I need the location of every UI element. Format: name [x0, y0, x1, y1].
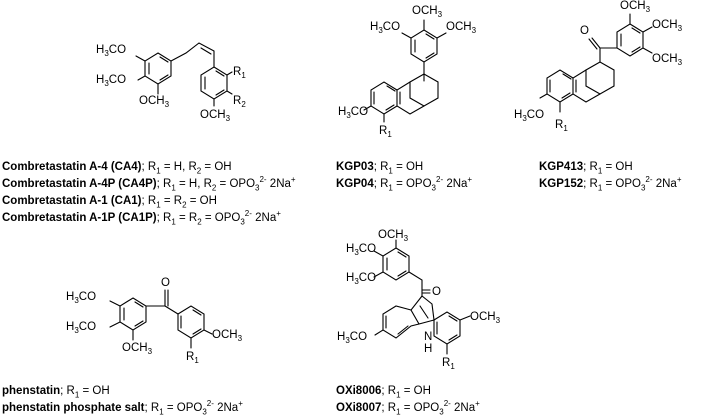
svg-text:OCH3: OCH3	[378, 229, 409, 243]
caption-ca1p: Combretastatin A-1P (CA1P); R1 = R2 = OP…	[2, 209, 281, 227]
caption-oxi8006: OXi8006; R1 = OH	[336, 385, 431, 400]
svg-text:O: O	[161, 277, 170, 289]
svg-text:OCH3: OCH3	[652, 53, 683, 67]
caption-kgp152: KGP152; R1 = OPO32- 2Na+	[539, 175, 682, 193]
svg-text:R1: R1	[233, 66, 246, 80]
svg-text:OCH3: OCH3	[212, 329, 243, 343]
svg-text:H3CO: H3CO	[370, 21, 400, 35]
svg-text:H3CO: H3CO	[96, 74, 126, 88]
svg-text:H3CO: H3CO	[346, 272, 376, 286]
caption-phenstatin-phosphate: phenstatin phosphate salt; R1 = OPO32- 2…	[2, 399, 243, 417]
svg-text:OCH3: OCH3	[139, 95, 170, 109]
svg-text:H3CO: H3CO	[66, 291, 96, 305]
svg-text:N: N	[424, 331, 432, 343]
svg-text:OCH3: OCH3	[200, 109, 231, 123]
svg-text:OCH3: OCH3	[620, 0, 651, 14]
caption-ca4: Combretastatin A-4 (CA4); R1 = H, R2 = O…	[2, 161, 232, 176]
svg-text:H3CO: H3CO	[514, 109, 544, 123]
svg-text:H3CO: H3CO	[66, 321, 96, 335]
svg-text:R2: R2	[233, 95, 246, 109]
svg-text:O: O	[432, 286, 441, 298]
kgp413-structure: O OCH3 OCH3 OCH3 H3CO R1	[514, 0, 683, 133]
svg-text:R1: R1	[442, 357, 455, 371]
svg-text:O: O	[580, 25, 589, 37]
svg-text:OCH3: OCH3	[470, 311, 501, 325]
oxi8006-structure: H3CO H3CO OCH3 O H3CO N H OCH3 R1	[337, 229, 501, 371]
caption-ca4p: Combretastatin A-4P (CA4P); R1 = H, R2 =…	[2, 175, 296, 193]
svg-text:H3CO: H3CO	[338, 106, 368, 120]
caption-kgp03: KGP03; R1 = OH	[336, 161, 424, 176]
caption-kgp04: KGP04; R1 = OPO32- 2Na+	[336, 175, 473, 193]
svg-text:OCH3: OCH3	[652, 19, 683, 33]
svg-text:R1: R1	[379, 125, 392, 139]
svg-text:H3CO: H3CO	[337, 331, 367, 345]
svg-text:H: H	[424, 343, 432, 355]
svg-text:OCH3: OCH3	[122, 342, 153, 356]
svg-text:R1: R1	[186, 351, 199, 365]
caption-oxi8007: OXi8007; R1 = OPO32- 2Na+	[336, 399, 480, 417]
svg-text:R1: R1	[555, 119, 568, 133]
caption-phenstatin: phenstatin; R1 = OH	[2, 385, 110, 400]
kgp03-structure: H3CO OCH3 OCH3 H3CO R1	[338, 5, 477, 139]
caption-kgp413: KGP413; R1 = OH	[539, 161, 633, 176]
combretastatin-structure: H3CO H3CO OCH3 R1 R2 OCH3	[96, 42, 246, 123]
caption-ca1: Combretastatin A-1 (CA1); R1 = R2 = OH	[2, 195, 217, 210]
phenstatin-structure: H3CO H3CO O OCH3 OCH3 R1	[66, 277, 243, 365]
svg-text:OCH3: OCH3	[446, 21, 477, 35]
svg-text:OCH3: OCH3	[412, 5, 443, 19]
svg-text:H3CO: H3CO	[96, 44, 126, 58]
svg-text:H3CO: H3CO	[346, 243, 376, 257]
